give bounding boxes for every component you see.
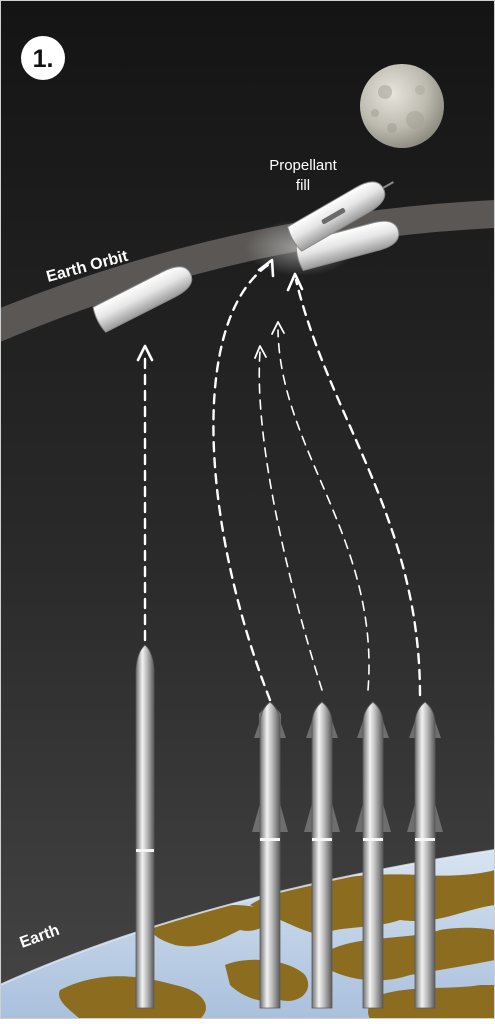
step-badge-label: 1.: [33, 45, 54, 73]
step-badge: 1.: [21, 36, 65, 80]
moon: [360, 64, 444, 148]
propellant-label-line1: Propellant: [269, 157, 337, 174]
propellant-label-line2: fill: [296, 177, 310, 194]
crew-rocket: [136, 645, 154, 1008]
